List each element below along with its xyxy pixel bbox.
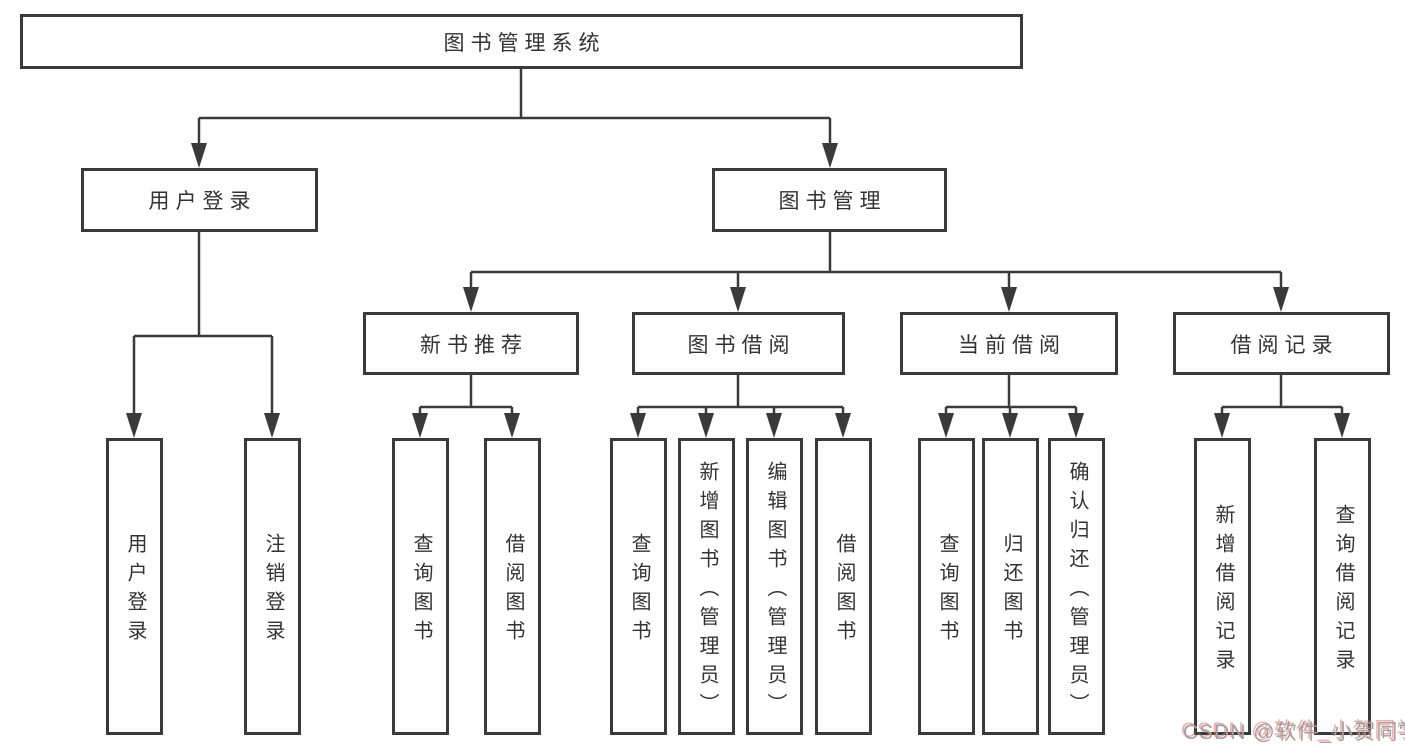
leaf-borrow-books-recommend: 借阅图书 xyxy=(484,438,541,735)
leaf-add-borrow-record: 新增借阅记录 xyxy=(1194,438,1251,735)
node-borrowing-records: 借阅记录 xyxy=(1173,312,1390,375)
node-library-system: 图书管理系统 xyxy=(20,14,1023,69)
leaf-query-borrow-record: 查询借阅记录 xyxy=(1314,438,1371,735)
node-book-borrowing: 图书借阅 xyxy=(632,312,845,375)
node-user-login: 用户登录 xyxy=(81,168,318,232)
leaf-user-login: 用户登录 xyxy=(106,438,163,735)
leaf-add-books-admin: 新增图书（管理员） xyxy=(678,438,735,735)
leaf-confirm-return-admin: 确认归还（管理员） xyxy=(1048,438,1105,735)
leaf-edit-books-admin: 编辑图书（管理员） xyxy=(746,438,803,735)
arrow-down-icons xyxy=(126,143,1350,438)
node-current-borrowing: 当前借阅 xyxy=(900,312,1118,375)
node-book-management: 图书管理 xyxy=(712,168,947,232)
leaf-logout-login: 注销登录 xyxy=(244,438,301,735)
csdn-watermark: CSDN @软件_小贺同学 xyxy=(1183,721,1405,744)
leaf-query-books-recommend: 查询图书 xyxy=(392,438,449,735)
leaf-query-books-borrowing: 查询图书 xyxy=(610,438,667,735)
leaf-return-books: 归还图书 xyxy=(982,438,1039,735)
leaf-query-books-current: 查询图书 xyxy=(918,438,975,735)
node-new-book-recommend: 新书推荐 xyxy=(363,312,579,375)
leaf-borrow-books-borrowing: 借阅图书 xyxy=(815,438,872,735)
